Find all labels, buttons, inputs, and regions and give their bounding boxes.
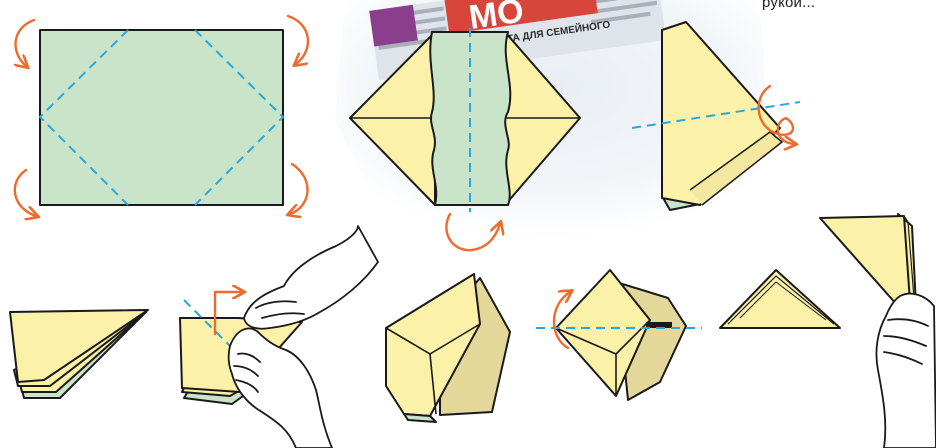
caption-text: рукой... [762, 0, 816, 11]
step-7-square-fold [536, 269, 702, 401]
step-9-hand-with-triangle [819, 213, 936, 448]
step-8-small-triangle [719, 269, 841, 329]
step-3-folded-half [631, 21, 801, 211]
step-2-diamond [349, 28, 581, 252]
step-6-pocket-fold [385, 273, 511, 423]
step-1-green-rectangle [13, 14, 310, 216]
upper-hand-icon [243, 225, 379, 330]
step-5-hands-folding [179, 225, 379, 448]
step-4-flat-stack [9, 309, 149, 399]
holding-hand-icon [875, 292, 936, 448]
